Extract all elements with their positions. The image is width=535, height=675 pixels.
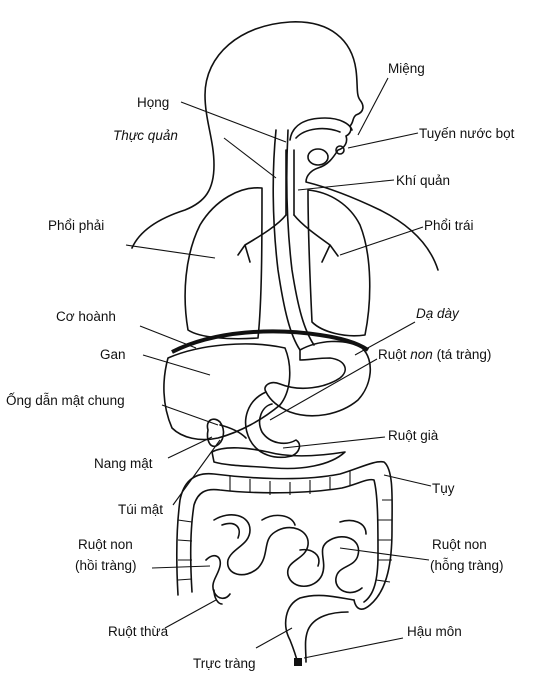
label-tuy: Tụy bbox=[432, 481, 455, 496]
label-hau-mon: Hậu môn bbox=[407, 624, 462, 639]
label-tui-mat: Túi mật bbox=[118, 502, 163, 517]
salivary-gland bbox=[308, 149, 328, 165]
label-da-day: Dạ dày bbox=[416, 306, 460, 321]
liver bbox=[164, 344, 290, 440]
label-ruot-non-ta-trang: Ruột non (tá tràng) bbox=[378, 347, 491, 362]
anus bbox=[294, 658, 302, 666]
label-phoi-trai: Phổi trái bbox=[424, 218, 474, 233]
leader-lines bbox=[126, 78, 431, 658]
label-ruot-non-hoi-trang-2: (hồi tràng) bbox=[75, 558, 137, 573]
label-thuc-quan: Thực quản bbox=[113, 128, 178, 143]
pancreas bbox=[212, 448, 345, 469]
tongue bbox=[296, 129, 340, 138]
label-gan: Gan bbox=[100, 347, 126, 362]
label-ruot-non-ta-trang-part1: Ruột bbox=[378, 347, 410, 362]
label-co-hoanh: Cơ hoành bbox=[56, 309, 116, 324]
label-ruot-thua: Ruột thừa bbox=[108, 624, 169, 639]
label-ruot-gia: Ruột già bbox=[388, 428, 439, 443]
large-intestine bbox=[177, 462, 392, 609]
label-nang-mat: Nang mật bbox=[94, 456, 153, 471]
label-khi-quan: Khí quản bbox=[396, 173, 450, 188]
right-lung bbox=[185, 188, 262, 339]
label-mieng: Miệng bbox=[388, 61, 425, 76]
body-outline bbox=[132, 22, 438, 270]
label-ruot-non-ta-trang-part2: non bbox=[410, 347, 433, 362]
label-ruot-non-hoi-trang-1: Ruột non bbox=[78, 537, 133, 552]
rectum bbox=[286, 595, 354, 664]
label-ruot-non-ta-trang-part3: (tá tràng) bbox=[433, 347, 492, 362]
label-ong-dan-mat-chung: Ống dẫn mật chung bbox=[6, 393, 125, 408]
label-phoi-phai: Phổi phải bbox=[48, 218, 104, 233]
label-ruot-non-hong-trang-1: Ruột non bbox=[432, 537, 487, 552]
label-ruot-non-hong-trang-2: (hỗng tràng) bbox=[430, 558, 504, 573]
label-hong: Họng bbox=[137, 95, 169, 110]
label-tuyen-nuoc-bot: Tuyến nước bọt bbox=[419, 126, 515, 141]
label-truc-trang: Trực tràng bbox=[193, 656, 256, 671]
gallbladder bbox=[207, 419, 223, 446]
left-lung bbox=[308, 190, 370, 336]
large-intestine-inner bbox=[191, 480, 378, 602]
large-intestine-haustra bbox=[178, 470, 392, 582]
small-intestine bbox=[214, 515, 362, 593]
